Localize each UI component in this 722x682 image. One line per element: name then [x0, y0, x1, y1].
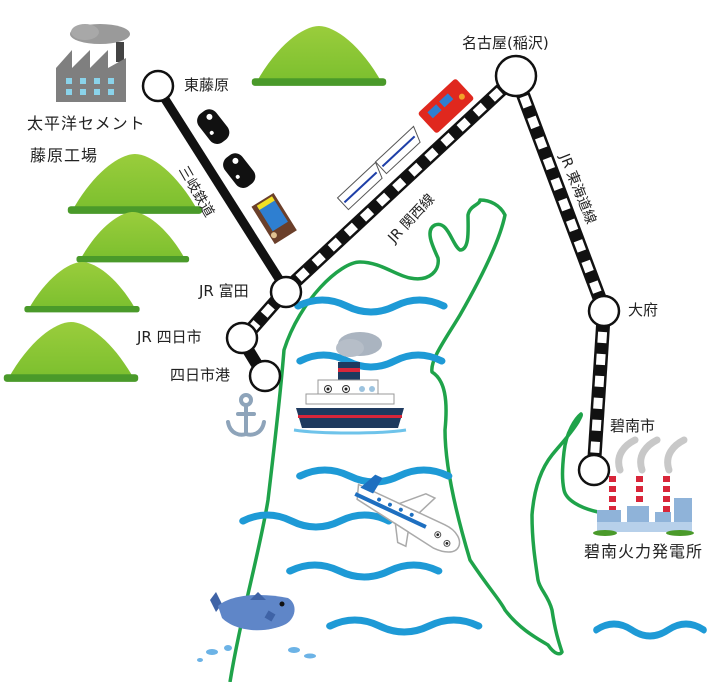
fish-icon: [197, 592, 316, 662]
hill-icon: [3, 322, 139, 382]
ship-icon: [293, 332, 407, 435]
station-yokkaichi-port: [248, 359, 282, 393]
station-label-jr-tomida: JR 富田: [199, 282, 249, 300]
station-jr-yokkaichi: [225, 321, 259, 355]
station-nagoya: [494, 54, 538, 98]
freight-train-icon: [197, 109, 297, 245]
station-higashi-fujiwara: [141, 69, 175, 103]
station-label-nagoya: 名古屋(稲沢): [462, 34, 549, 52]
power-plant-label: 碧南火力発電所: [584, 542, 704, 561]
station-obu: [587, 294, 621, 328]
sangi-railway-line: [154, 85, 290, 293]
factory-label-line1: 太平洋セメント: [27, 114, 146, 133]
freight-train-icon: [336, 79, 474, 211]
station-markers: [141, 54, 621, 487]
hill-icon: [251, 26, 387, 86]
factory-icon: [56, 24, 130, 102]
station-label-yokkaichi-port: 四日市港: [170, 366, 231, 384]
station-label-obu: 大府: [628, 301, 659, 319]
station-label-higashi-fujiwara: 東藤原: [184, 76, 230, 94]
jr-tokaido-line: [509, 73, 611, 466]
station-hekinan: [577, 453, 611, 487]
station-label-jr-yokkaichi: JR 四日市: [137, 328, 202, 346]
station-label-hekinan: 碧南市: [610, 417, 656, 435]
hill-icon: [24, 262, 140, 313]
power-plant-icon: [593, 436, 694, 536]
anchor-icon: [226, 393, 266, 437]
station-jr-tomida: [269, 275, 303, 309]
factory-label-line2: 藤原工場: [30, 146, 99, 165]
airplane-icon: [354, 474, 461, 553]
sea-waves: [243, 300, 704, 636]
coastline: [228, 198, 599, 682]
hill-icon: [76, 212, 190, 263]
